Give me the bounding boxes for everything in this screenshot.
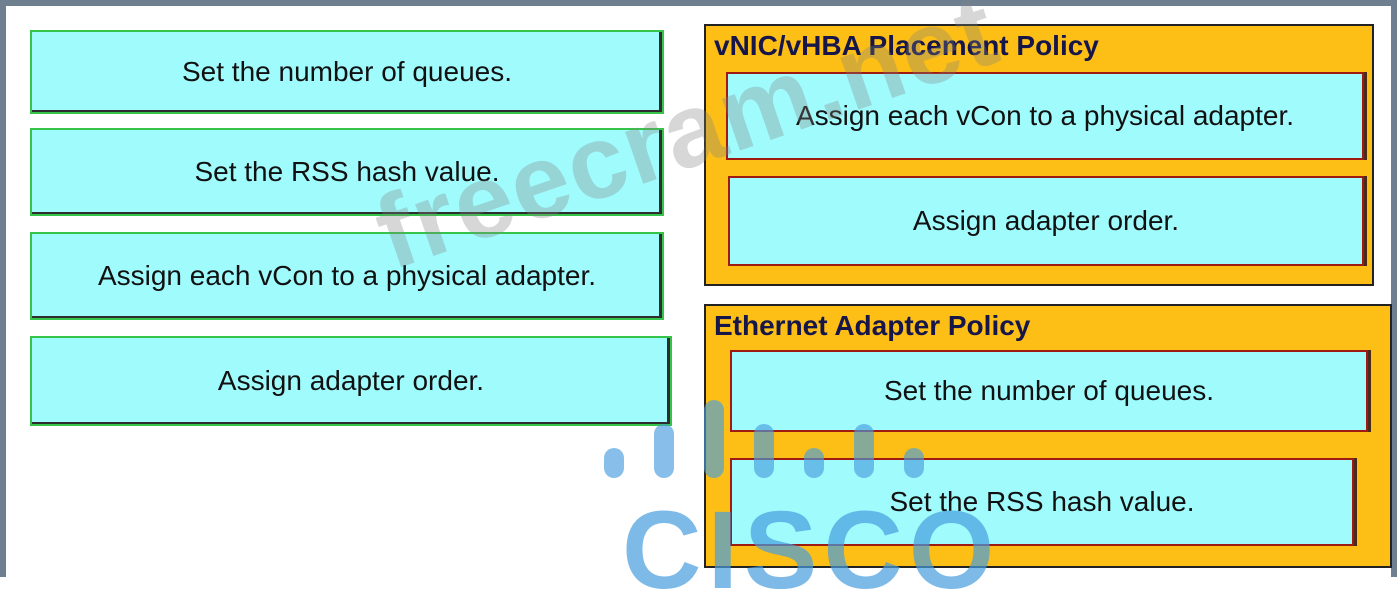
target-item-set-rss-hash[interactable]: Set the RSS hash value. [730,458,1354,546]
source-item-assign-adapter-order[interactable]: Assign adapter order. [30,336,672,426]
group-title: Ethernet Adapter Policy [714,310,1031,341]
target-item-label: Set the number of queues. [884,375,1214,406]
target-item-assign-adapter-order[interactable]: Assign adapter order. [728,176,1364,266]
target-item-label: Assign adapter order. [912,205,1180,236]
target-item-set-queues[interactable]: Set the number of queues. [730,350,1368,432]
source-item-label: Set the number of queues. [182,56,512,87]
group-title: vNIC/vHBA Placement Policy [714,30,1099,61]
source-item-set-rss-hash[interactable]: Set the RSS hash value. [30,128,664,216]
source-item-set-queues[interactable]: Set the number of queues. [30,30,664,114]
source-item-label: Set the RSS hash value. [194,156,500,187]
target-item-assign-vcon[interactable]: Assign each vCon to a physical adapter. [726,72,1364,160]
target-item-label: Set the RSS hash value. [889,486,1195,517]
source-item-label: Assign adapter order. [217,365,485,396]
source-item-label: Assign each vCon to a physical adapter. [97,260,597,291]
source-item-assign-vcon[interactable]: Assign each vCon to a physical adapter. [30,232,664,320]
target-item-label: Assign each vCon to a physical adapter. [795,100,1295,131]
